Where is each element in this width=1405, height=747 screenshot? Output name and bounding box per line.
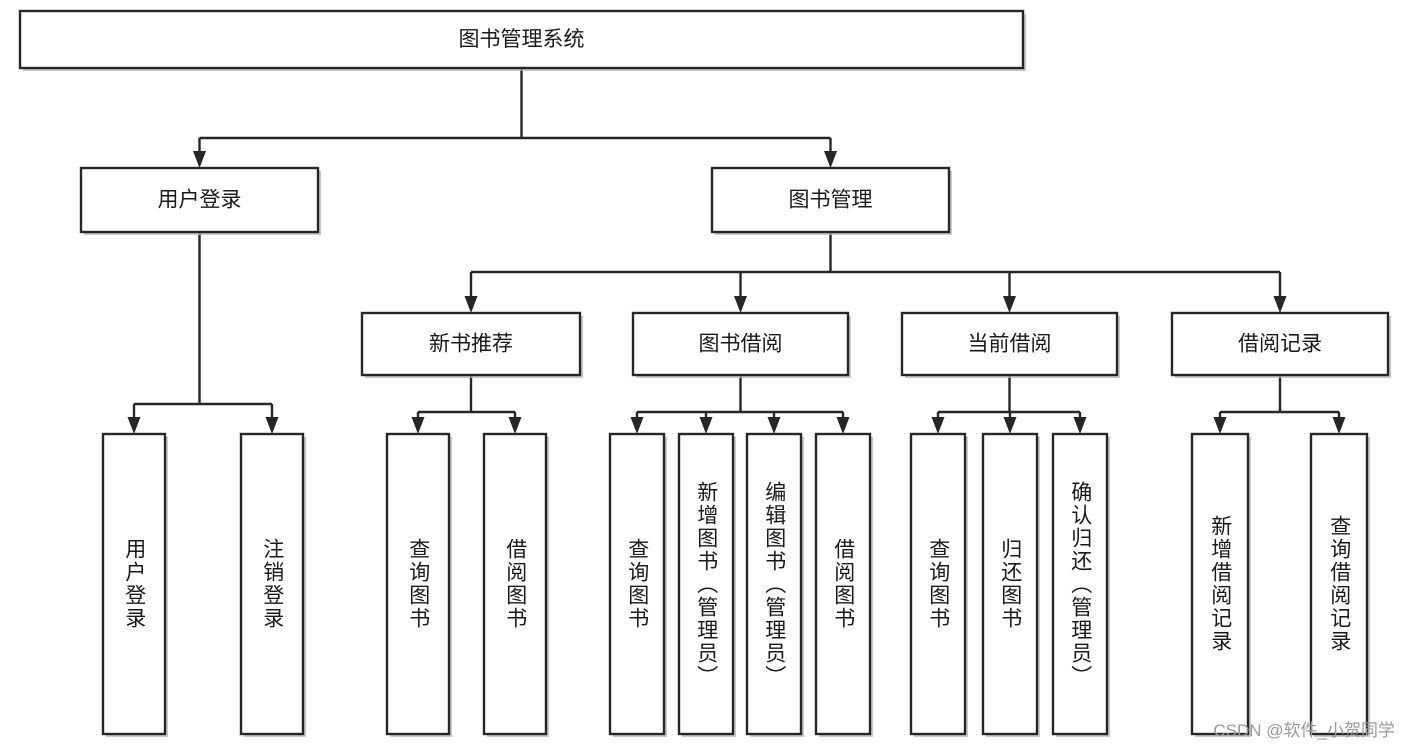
arrow-head-icon: [1003, 296, 1016, 313]
node-box-borrow-record[interactable]: [1170, 311, 1390, 377]
node-box-user-login-do[interactable]: [101, 432, 167, 736]
node-box-bb-borrow-book[interactable]: [814, 432, 872, 736]
node-nbr-query-book[interactable]: [385, 432, 451, 736]
node-box-user-login[interactable]: [79, 166, 320, 234]
node-cb-confirm-return[interactable]: [1051, 432, 1109, 736]
node-borrow-record[interactable]: 借阅记录: [1170, 311, 1390, 377]
node-cb-query-book[interactable]: [909, 432, 967, 736]
node-box-new-book-recommend[interactable]: [360, 311, 582, 377]
node-label-new-book-recommend: 新书推荐: [429, 333, 513, 356]
node-label-borrow-record: 借阅记录: [1238, 333, 1322, 356]
node-box-root[interactable]: [18, 9, 1025, 70]
node-new-book-recommend[interactable]: 新书推荐: [360, 311, 582, 377]
node-label-book-manage: 图书管理: [789, 189, 873, 212]
node-bb-query-book[interactable]: [608, 432, 666, 736]
node-root[interactable]: 图书管理系统: [18, 9, 1025, 70]
node-user-logout[interactable]: [239, 432, 305, 736]
edges-layer: [127, 68, 1346, 434]
node-user-login-do[interactable]: [101, 432, 167, 736]
arrow-head-icon: [1213, 417, 1227, 434]
node-box-bb-query-book[interactable]: [608, 432, 666, 736]
arrow-head-icon: [1003, 417, 1017, 434]
node-box-br-query-record[interactable]: [1309, 432, 1369, 736]
node-box-nbr-borrow-book[interactable]: [482, 432, 548, 736]
arrow-head-icon: [1332, 417, 1346, 434]
node-label-root: 图书管理系统: [459, 28, 585, 51]
node-br-add-record[interactable]: [1190, 432, 1250, 736]
arrow-head-icon: [508, 417, 522, 434]
arrow-head-icon: [931, 417, 945, 434]
node-box-current-borrow[interactable]: [900, 311, 1119, 377]
node-box-book-borrow[interactable]: [631, 311, 850, 377]
arrow-head-icon: [630, 417, 644, 434]
node-br-query-record[interactable]: [1309, 432, 1369, 736]
arrow-head-icon: [824, 151, 837, 168]
arrow-head-icon: [734, 296, 747, 313]
node-box-book-manage[interactable]: [710, 166, 951, 234]
node-box-cb-return-book[interactable]: [981, 432, 1039, 736]
arrow-head-icon: [699, 417, 713, 434]
node-bb-add-book[interactable]: [677, 432, 735, 736]
node-label-user-login: 用户登录: [158, 189, 242, 212]
node-bb-edit-book[interactable]: [745, 432, 803, 736]
node-book-manage[interactable]: 图书管理: [710, 166, 951, 234]
node-box-bb-edit-book[interactable]: [745, 432, 803, 736]
node-box-bb-add-book[interactable]: [677, 432, 735, 736]
node-box-cb-query-book[interactable]: [909, 432, 967, 736]
arrow-head-icon: [767, 417, 781, 434]
node-cb-return-book[interactable]: [981, 432, 1039, 736]
node-user-login[interactable]: 用户登录: [79, 166, 320, 234]
node-label-current-borrow: 当前借阅: [968, 333, 1052, 356]
node-label-book-borrow: 图书借阅: [699, 333, 783, 356]
node-current-borrow[interactable]: 当前借阅: [900, 311, 1119, 377]
arrow-head-icon: [193, 151, 206, 168]
node-book-borrow[interactable]: 图书借阅: [631, 311, 850, 377]
node-box-br-add-record[interactable]: [1190, 432, 1250, 736]
arrow-head-icon: [265, 417, 279, 434]
node-nbr-borrow-book[interactable]: [482, 432, 548, 736]
watermark-text: CSDN @软件_小贺同学: [1213, 721, 1395, 740]
node-box-nbr-query-book[interactable]: [385, 432, 451, 736]
arrow-head-icon: [1073, 417, 1087, 434]
arrow-head-icon: [127, 417, 141, 434]
arrow-head-icon: [464, 296, 478, 313]
arrow-head-icon: [836, 417, 850, 434]
node-box-user-logout[interactable]: [239, 432, 305, 736]
node-bb-borrow-book[interactable]: [814, 432, 872, 736]
arrow-head-icon: [1273, 296, 1287, 313]
arrow-head-icon: [411, 417, 425, 434]
node-box-cb-confirm-return[interactable]: [1051, 432, 1109, 736]
